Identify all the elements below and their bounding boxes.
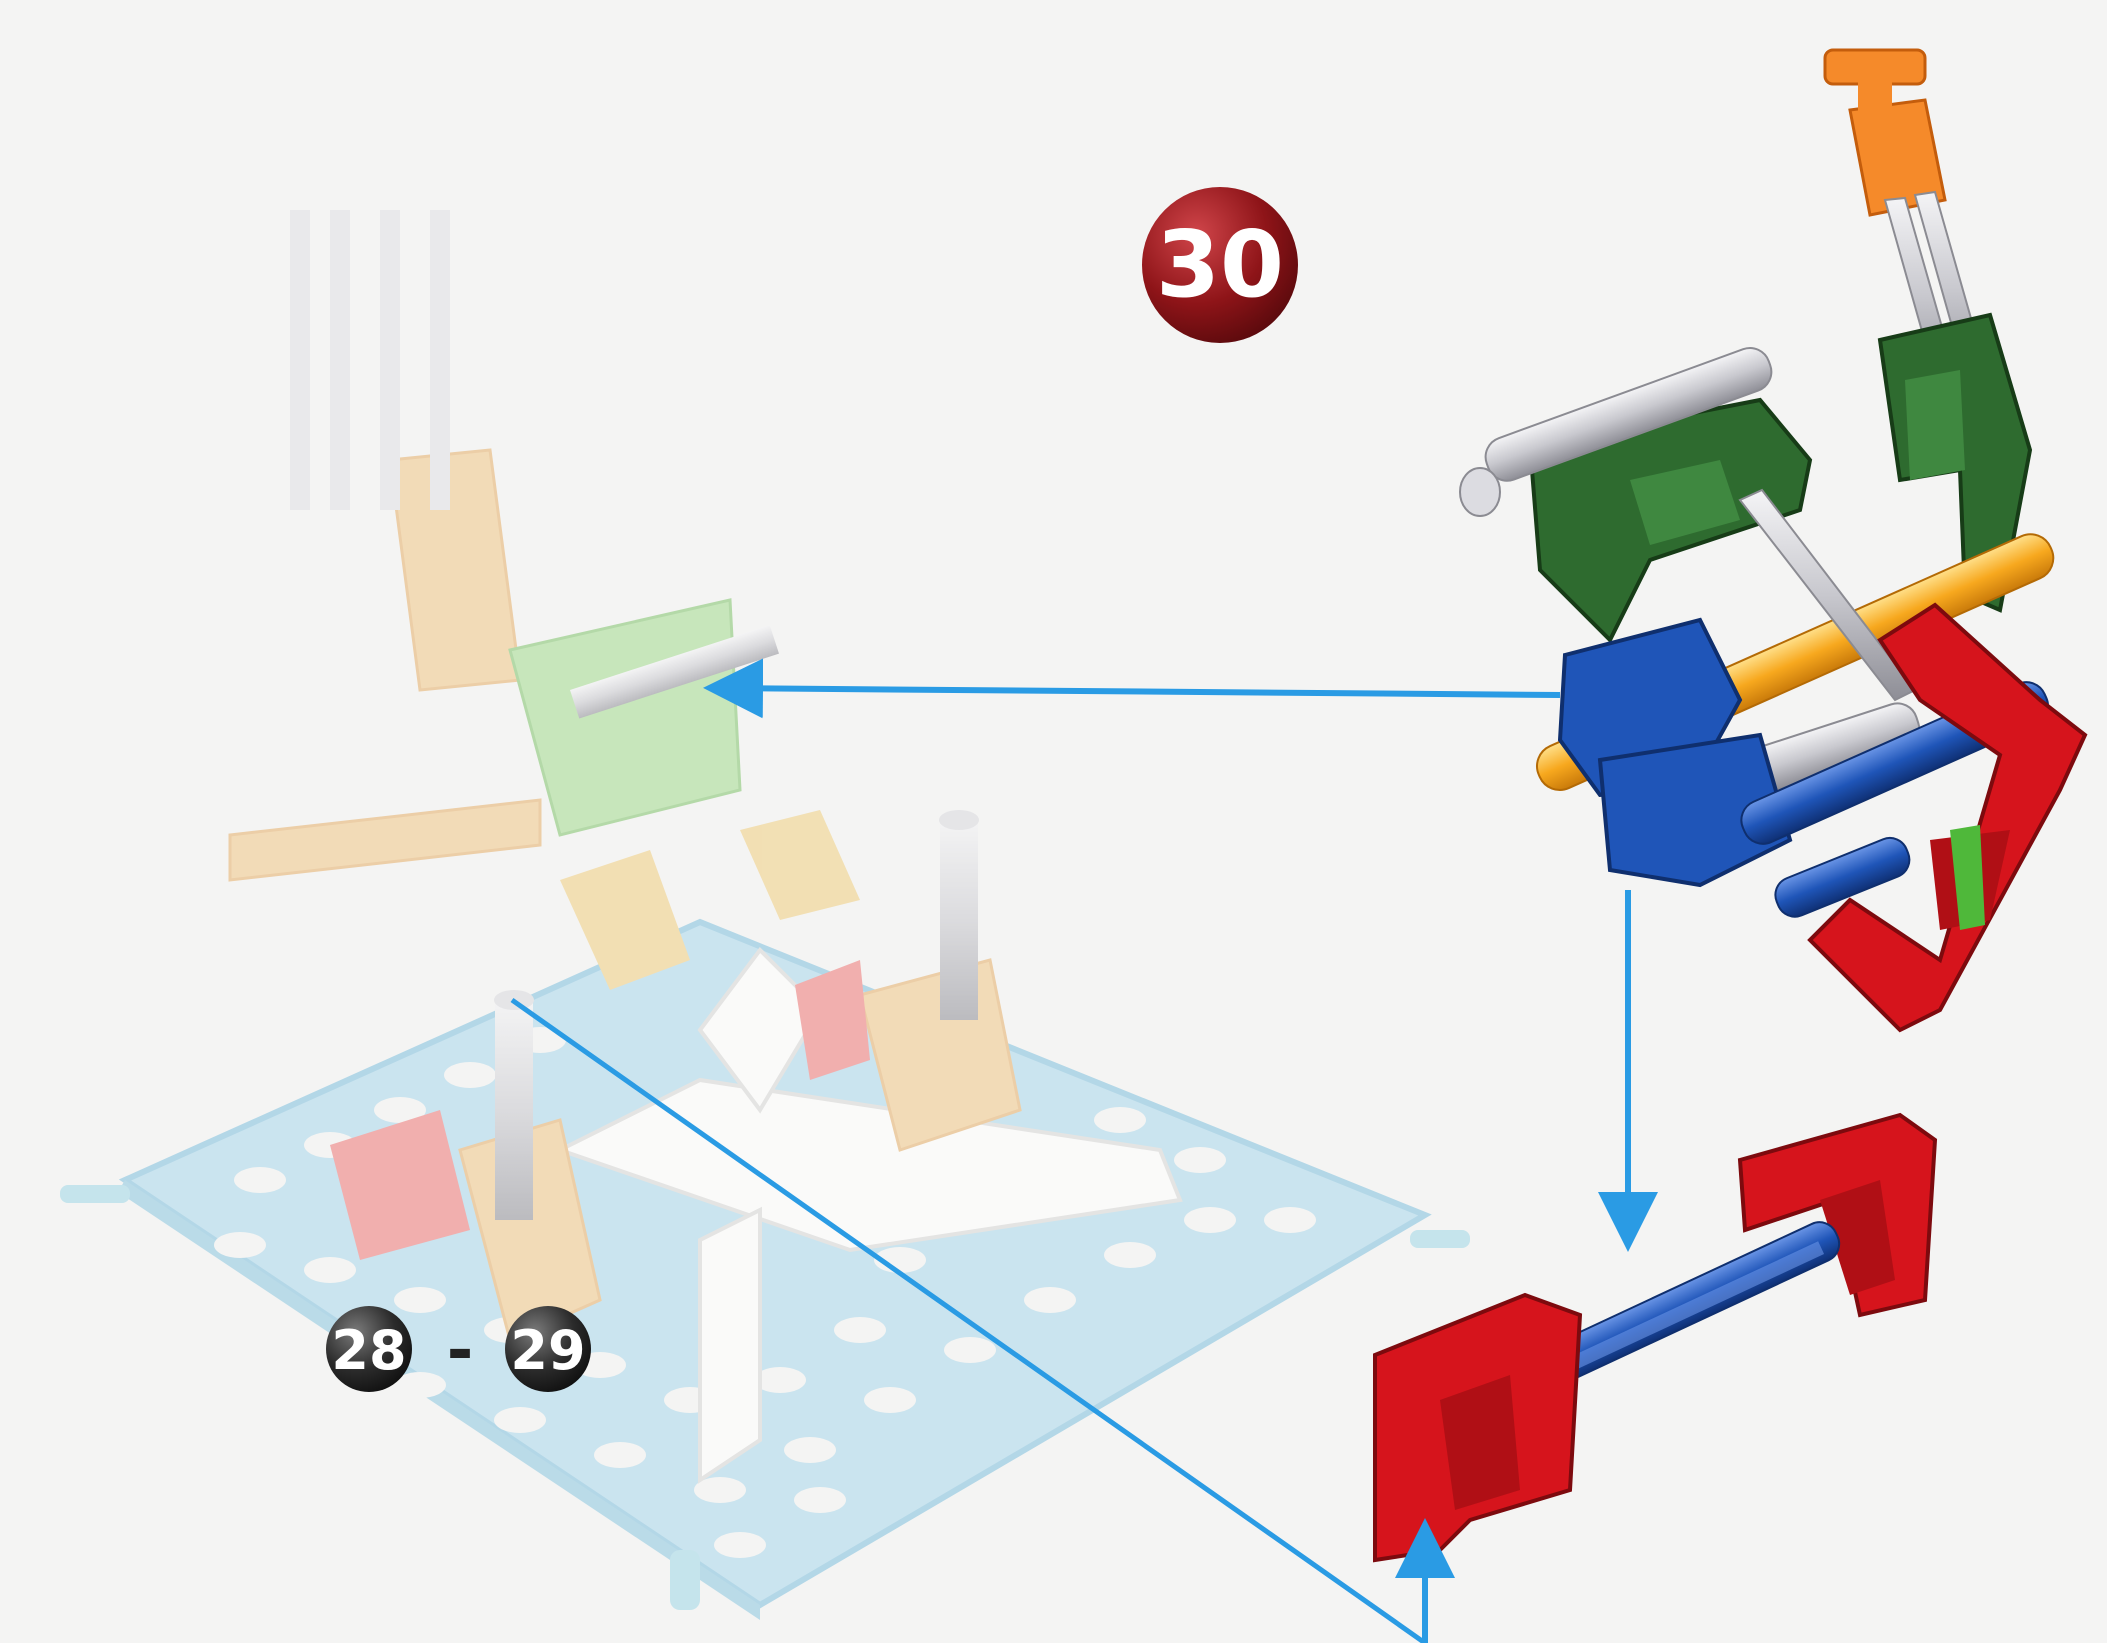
step-number-badge: 30 [1142, 187, 1298, 343]
faded-previous-assembly [60, 210, 1470, 1620]
red-blue-crossbar [1375, 1115, 1935, 1560]
orange-connector [1825, 50, 1945, 215]
faded-green-connector [510, 600, 740, 835]
previous-step-to: 29 [510, 1319, 585, 1382]
new-sub-assembly [1460, 50, 2085, 1030]
step-number: 30 [1156, 211, 1284, 318]
arrow-icon [715, 688, 1560, 695]
previous-steps-reference: 28 - 29 [326, 1306, 591, 1392]
previous-step-separator: - [447, 1314, 474, 1388]
red-connector-top [1810, 605, 2085, 1030]
previous-step-from: 28 [331, 1319, 406, 1382]
red-connector-left [1375, 1295, 1580, 1560]
